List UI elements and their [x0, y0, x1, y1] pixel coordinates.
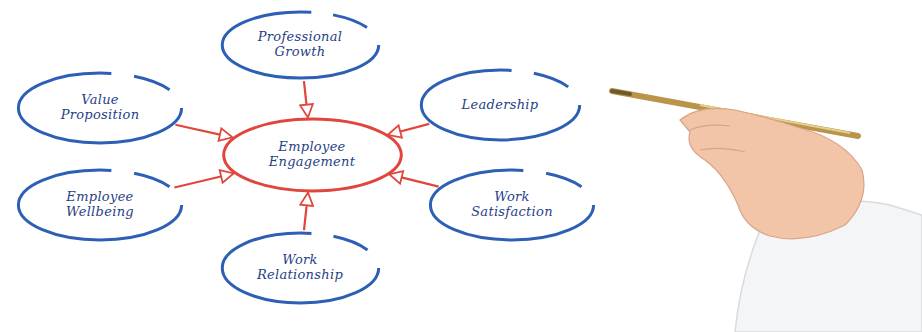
center-ellipse: Employee Engagement — [220, 116, 405, 194]
node-label: Employee Engagement — [260, 140, 364, 170]
ellipse-ring — [222, 233, 378, 303]
factor-ellipse: Work Satisfaction — [427, 167, 597, 243]
node-label: Employee Wellbeing — [48, 190, 152, 220]
factor-ellipse: Employee Wellbeing — [15, 167, 185, 243]
arrow-connector — [174, 174, 232, 188]
finger-line — [700, 148, 745, 152]
arrow-connector — [304, 81, 308, 116]
ellipse-ring — [18, 170, 181, 240]
arrow-connector — [389, 124, 429, 135]
arrow-connector — [390, 175, 438, 187]
finger-line — [690, 125, 730, 130]
factor-ellipse: Value Proposition — [15, 70, 185, 146]
node-label: Work Satisfaction — [460, 190, 564, 220]
ellipse-ring — [222, 12, 378, 78]
hand — [680, 108, 864, 238]
node-label: Work Relationship — [248, 253, 352, 283]
ellipse-ring — [430, 170, 593, 240]
ellipse-ring — [18, 73, 181, 143]
factor-ellipse: Professional Growth — [219, 9, 382, 81]
pen-tip — [612, 91, 630, 94]
factor-ellipse: Work Relationship — [219, 230, 382, 306]
arrow-connector — [175, 125, 231, 137]
arrow-connector — [304, 194, 308, 230]
node-label: Professional Growth — [248, 30, 352, 60]
factor-ellipse: Leadership — [418, 67, 583, 143]
node-label: Value Proposition — [48, 93, 152, 123]
ellipse-ring — [223, 119, 401, 191]
node-label: Leadership — [448, 98, 552, 113]
ellipse-ring — [421, 70, 579, 140]
